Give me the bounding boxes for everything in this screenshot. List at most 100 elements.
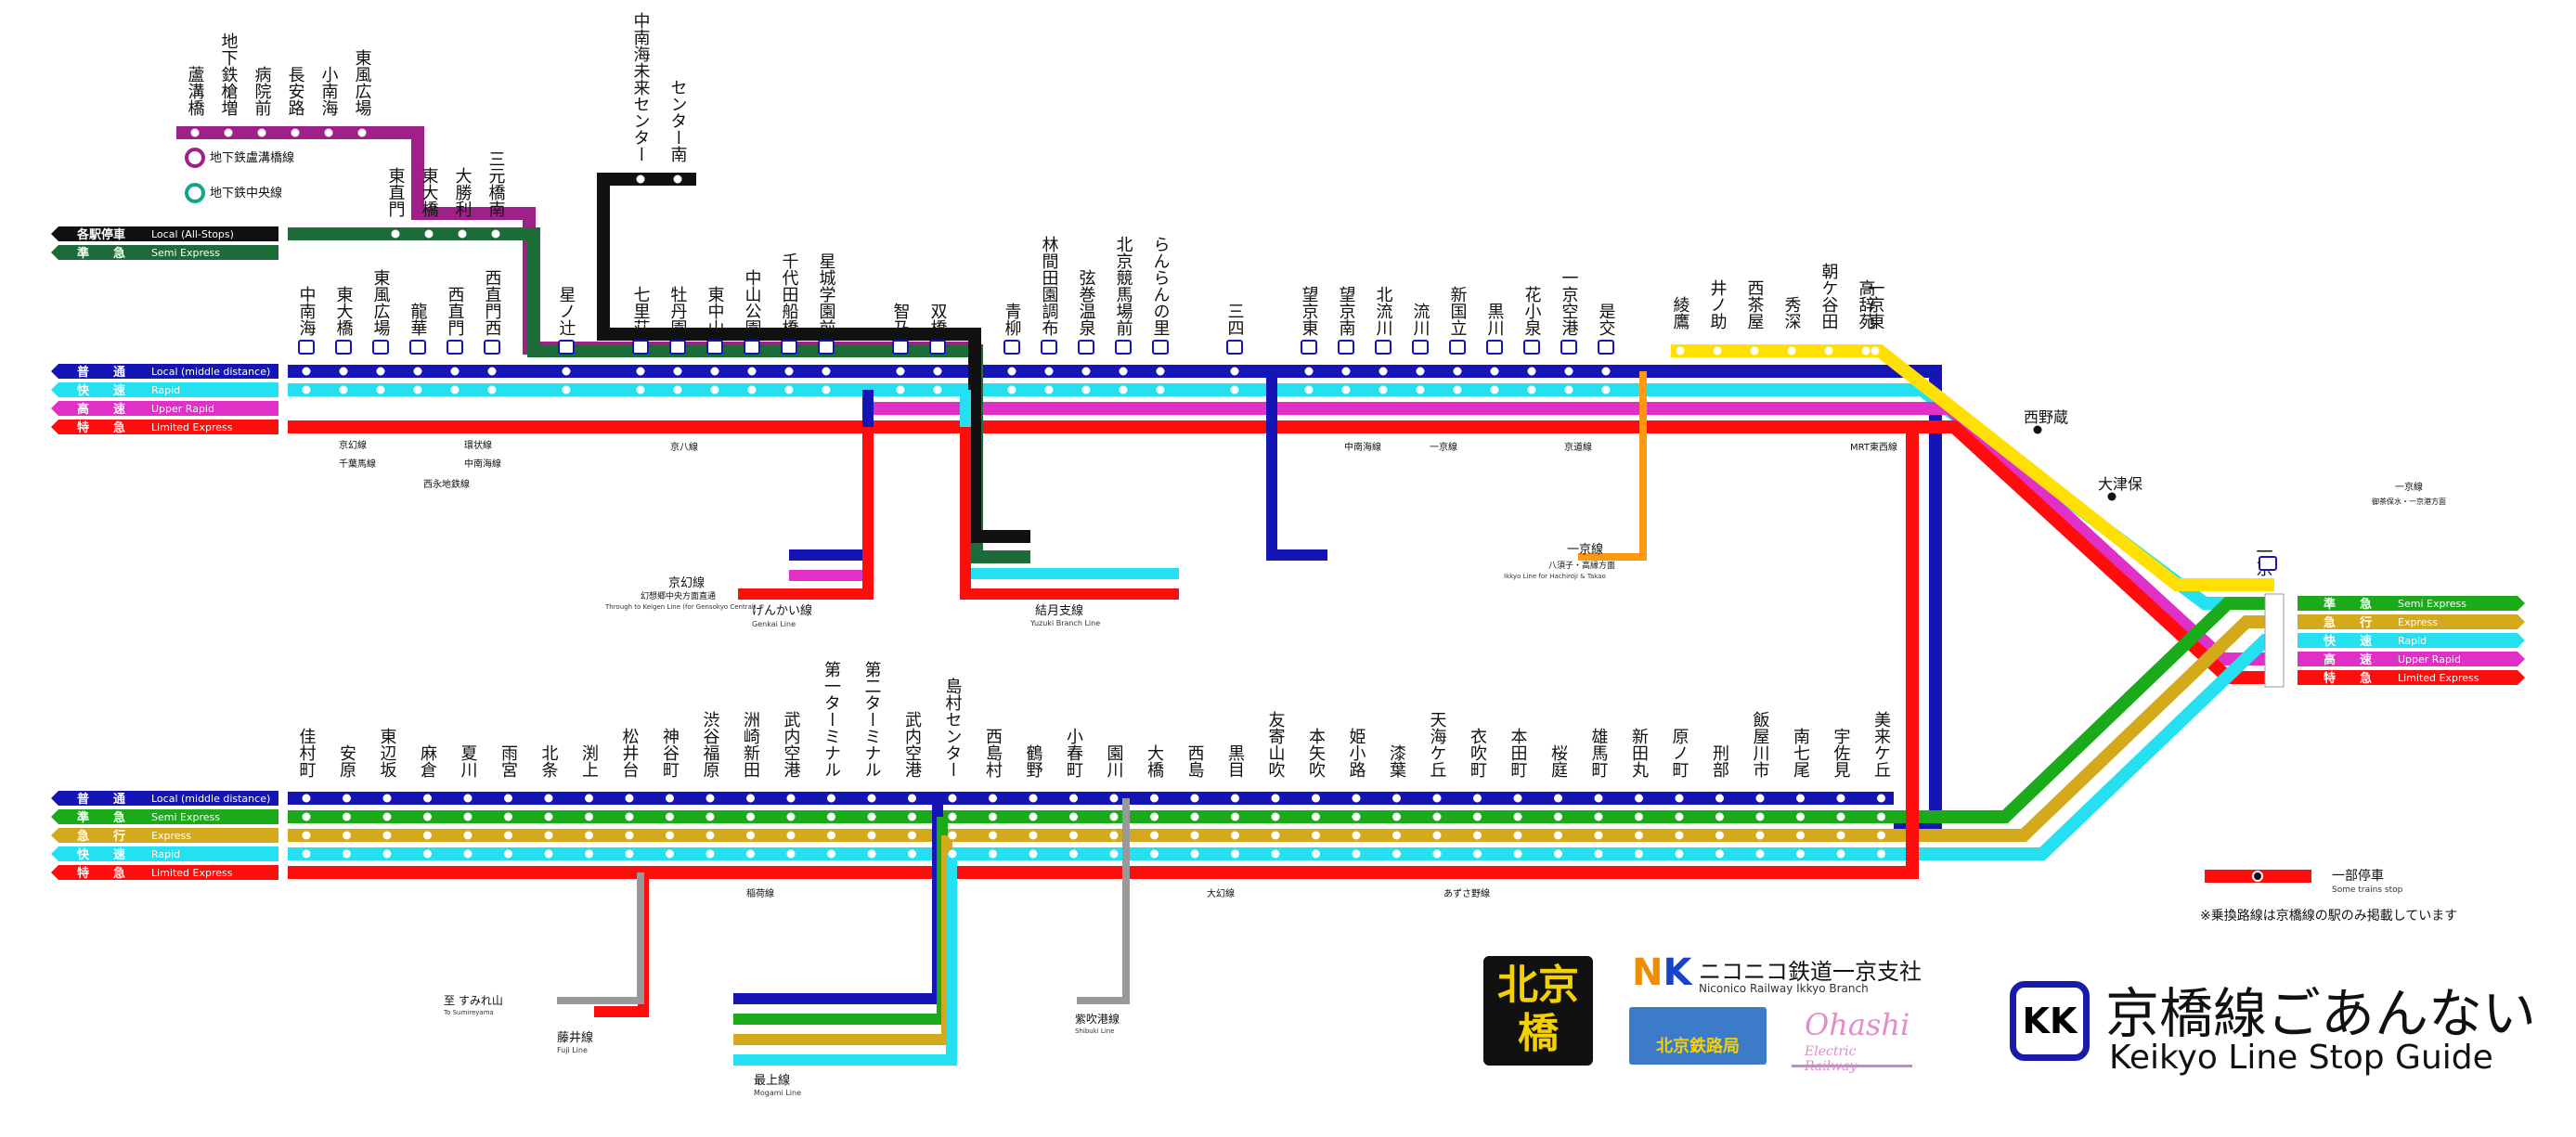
branch-lines — [176, 126, 1327, 600]
station-stop-dot — [1352, 831, 1361, 840]
station-stop-dot — [343, 849, 351, 859]
station-name: 蘆溝橋 — [186, 66, 205, 117]
station-name: 望京南 — [1337, 286, 1356, 336]
station-stop-dot — [1416, 367, 1425, 376]
station-stop-dot — [786, 794, 796, 803]
station-stop-dot — [1715, 812, 1724, 821]
station-stop-dot — [450, 385, 460, 394]
station-stop-dot — [1877, 849, 1885, 859]
station-stop-dot — [1713, 346, 1722, 355]
station-number-badge — [1486, 340, 1503, 355]
legend-en: Rapid — [2398, 635, 2427, 647]
station-stop-dot — [423, 831, 432, 840]
yellow-branch-stations: 綾鷹井ノ助西茶屋秀深朝ケ谷田高辞苑一京東 — [1671, 263, 1885, 355]
station-name: 渋谷福原 — [701, 711, 720, 778]
station-stop-dot — [636, 367, 645, 376]
bk-logo: 北京橋 — [1483, 956, 1593, 1066]
station-stop-dot — [1119, 385, 1128, 394]
station-name: 雄馬町 — [1589, 728, 1609, 778]
station-stop-dot — [1029, 849, 1038, 859]
page-title: 京橋線ごあんない — [2105, 982, 2537, 1045]
station-name: 三元橋南 — [486, 150, 506, 217]
station-stop-dot — [2107, 492, 2116, 501]
terminal-stack — [2264, 593, 2285, 688]
station-stop-dot — [1190, 849, 1199, 859]
station-number-badge — [558, 340, 575, 355]
transfer-keigen: 京幻線 — [339, 439, 367, 451]
station-stop-dot — [908, 849, 916, 859]
station-stop-dot — [1796, 831, 1805, 840]
station-name: 刑部 — [1710, 744, 1729, 778]
niconico-logo: NK ニコニコ鉄道一京支社 Niconico Railway Ikkyo Bra… — [1632, 951, 1929, 998]
station-name: 武内空港 — [782, 711, 801, 778]
transfer-note: ※乗換路線は京橋線の駅のみ掲載しています — [2200, 909, 2458, 924]
legend-ja: 高 速 — [77, 402, 125, 417]
station-stop-dot — [896, 367, 905, 376]
station-stop-dot — [463, 831, 472, 840]
station-stop-dot — [1341, 385, 1351, 394]
station-number-badge — [1449, 340, 1466, 355]
transfer-mrt: MRT東西線 — [1850, 441, 1897, 453]
chuo-icon — [185, 183, 205, 203]
station-number-badge — [929, 340, 946, 355]
station-stop-dot — [1109, 794, 1119, 803]
station-stop-dot — [1044, 385, 1054, 394]
station-stop-dot — [1787, 346, 1796, 355]
station-name: 大勝利 — [453, 167, 472, 217]
station-stop-dot — [463, 812, 472, 821]
station-stop-dot — [1190, 794, 1199, 803]
station-stop-dot — [1750, 346, 1759, 355]
station-name: 流川 — [1411, 303, 1430, 336]
terminal-station: 一京 — [2254, 543, 2277, 577]
station-stop-dot — [585, 812, 593, 821]
station-stop-dot — [1352, 849, 1361, 859]
station-stop-dot — [1861, 346, 1871, 355]
partial-stop-label: 一部停車 — [2332, 868, 2384, 884]
legend-ja: 急 行 — [77, 829, 125, 844]
mogami-spur-rapid — [733, 854, 957, 1066]
station-stop-dot — [948, 794, 957, 803]
station-stop-dot — [1473, 849, 1482, 859]
station-name: 第一ターミナル — [822, 661, 841, 778]
station-stop-dot — [1044, 367, 1054, 376]
station-stop-dot — [302, 367, 311, 376]
station-name: 小春町 — [1064, 728, 1083, 778]
station-stop-dot — [1432, 794, 1442, 803]
station-name: 七里荘 — [631, 286, 651, 336]
station-stop-dot — [1069, 849, 1078, 859]
station-stop-dot — [357, 128, 367, 137]
station-stop-dot — [1312, 831, 1320, 840]
station-name: 長安路 — [286, 66, 305, 116]
station-stop-dot — [867, 812, 876, 821]
station-stop-dot — [1675, 794, 1684, 803]
legend-bar — [2298, 596, 2525, 611]
station-name: 東風広場 — [353, 49, 372, 117]
station-stop-dot — [625, 794, 634, 803]
lower-stations: 佳村町安原東辺坂麻倉夏川雨宮北条渕上松井台神谷町渋谷福原洲崎新田武内空港第一ター… — [297, 661, 1891, 859]
station-name: 林間田園調布 — [1040, 236, 1059, 336]
legend-ja: 高 速 — [2324, 652, 2372, 667]
transfer-ikkyo-right-en: 御茶保水・一京港方面 — [2372, 497, 2446, 506]
station-stop-dot — [1513, 849, 1522, 859]
partial-stop-label-en: Some trains stop — [2332, 885, 2403, 895]
station-stop-dot — [376, 367, 385, 376]
station-stop-dot — [1432, 849, 1442, 859]
station-stop-dot — [302, 794, 311, 803]
station-number-badge — [632, 340, 649, 355]
station-stop-dot — [1824, 346, 1833, 355]
station-number-badge — [1375, 340, 1392, 355]
station-stop-dot — [1271, 831, 1280, 840]
station-name: 洲崎新田 — [741, 711, 760, 778]
station-name: 武内空港 — [902, 711, 922, 778]
station-name: 姫小路 — [1347, 728, 1366, 778]
station-stop-dot — [1231, 831, 1239, 840]
legend-bar — [51, 865, 278, 880]
station-stop-dot — [302, 849, 311, 859]
station-name: らんらんの里 — [1151, 236, 1171, 336]
ikkyo-sub: 八須子・高縁方面 — [1548, 560, 1615, 571]
station-name: 是交 — [1597, 303, 1616, 336]
station-stop-dot — [1513, 812, 1522, 821]
kk-badge-icon: KK — [2010, 981, 2090, 1061]
station-stop-dot — [1271, 794, 1280, 803]
